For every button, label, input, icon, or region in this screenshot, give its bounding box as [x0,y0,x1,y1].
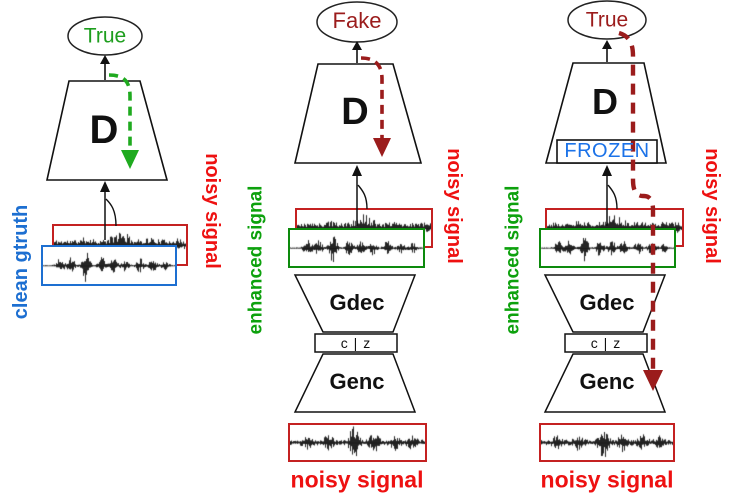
right-result-label: True [585,8,629,32]
middle-enhanced-waveform-box [288,228,425,268]
left-backprop-dashed-arrow [108,73,132,150]
middle-gdec-label: Gdec [329,290,385,315]
middle-noisy-signal-side-label: noisy signal [443,148,465,264]
middle-input-noisy-waveform-box [288,423,427,462]
right-backprop-arrowhead [643,370,663,391]
middle-noisy-signal-bottom-label: noisy signal [290,466,424,493]
right-genc-label: Genc [579,369,635,394]
middle-input-branch-line [357,184,368,210]
middle-input-noisy-waveform [290,425,425,460]
right-input-noisy-waveform-box [539,423,675,462]
right-input-arrowhead [602,165,612,176]
right-cz-box [564,333,648,353]
left-d-to-result-arrowhead [100,55,110,64]
right-genc-trapezoid [543,353,667,413]
middle-discriminator-label: D [341,91,369,133]
right-discriminator-label: D [592,81,618,122]
middle-input-arrowhead [352,165,362,176]
right-gdec-trapezoid [543,274,667,333]
right-frozen-label: FROZEN [564,140,650,162]
right-enhanced-signal-label: enhanced signal [502,185,524,335]
middle-backprop-dashed-arrow [360,56,384,138]
middle-gdec-trapezoid [293,274,417,333]
right-result-ellipse [567,0,647,40]
middle-enhanced-signal-label: enhanced signal [245,185,267,335]
left-discriminator-label: D [89,108,119,152]
middle-d-to-result-arrowhead [352,41,362,50]
left-discriminator-trapezoid [46,80,169,181]
right-backprop-dashed-arrow [618,30,656,370]
left-clean-gtruth-label: clean gtruth [10,204,32,320]
left-input-arrowhead [100,181,110,192]
middle-genc-trapezoid [293,353,417,413]
middle-result-label: Fake [332,8,382,33]
right-input-noisy-waveform [541,425,673,460]
left-backprop-arrowhead [121,150,139,169]
left-clean-waveform-box [41,245,177,286]
right-gdec-label: Gdec [579,290,635,315]
right-noisy-signal-side-label: noisy signal [701,148,723,264]
middle-cz-box [314,333,398,353]
middle-cz-label: c | z [340,335,372,351]
middle-enhanced-waveform [290,230,423,266]
middle-backprop-arrowhead [373,138,391,157]
left-clean-waveform [43,247,175,284]
left-result-label: True [83,24,127,48]
right-input-branch-line [607,184,618,210]
middle-genc-label: Genc [329,369,385,394]
right-cz-label: c | z [590,335,622,351]
right-d-to-result-arrowhead [602,40,612,49]
right-discriminator-trapezoid [544,62,667,164]
left-input-branch-line [105,198,117,227]
left-noisy-signal-side-label: noisy signal [201,153,223,269]
right-noisy-signal-bottom-label: noisy signal [540,466,674,493]
